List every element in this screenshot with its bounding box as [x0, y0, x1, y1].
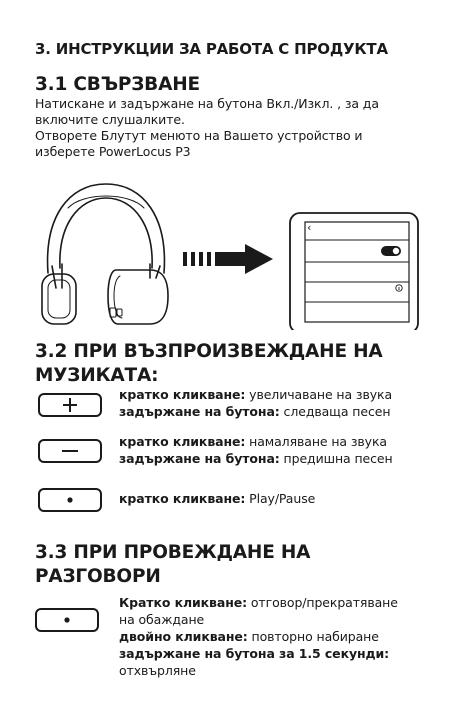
back-chevron-icon: ‹	[307, 221, 312, 234]
page-title: 3. ИНСТРУКЦИИ ЗА РАБОТА С ПРОДУКТА	[35, 40, 388, 58]
connect-line-2: включите слушалките.	[35, 112, 185, 127]
dot-icon	[67, 497, 73, 503]
row-text: увеличаване на звука	[245, 387, 393, 402]
minus-button-icon	[38, 439, 102, 463]
section-music-heading: 3.2 ПРИ ВЪЗПРОИЗВЕЖДАНЕ НА МУЗИКАТА:	[35, 340, 383, 388]
row-text: Play/Pause	[245, 491, 316, 506]
arrow-right-icon	[183, 244, 273, 274]
play-pause-button-icon	[38, 488, 102, 512]
row-label: кратко кликване:	[119, 434, 246, 449]
plus-button-icon	[38, 393, 102, 417]
row-text: следваща песен	[279, 404, 391, 419]
connect-line-1: Натискане и задържане на бутона Вкл./Изк…	[35, 96, 379, 111]
headphones-icon	[41, 183, 169, 325]
phone-bluetooth-menu-icon	[289, 212, 419, 330]
calls-instructions: Кратко кликване: отговор/прекратяване на…	[119, 594, 459, 679]
call-text: на обаждане	[119, 612, 205, 627]
row-label: кратко кликване:	[119, 387, 246, 402]
music-row-volume-up: кратко кликване: увеличаване на звука за…	[119, 386, 392, 420]
call-label: двойно кликване:	[119, 629, 248, 644]
music-heading-line-1: 3.2 ПРИ ВЪЗПРОИЗВЕЖДАНЕ НА	[35, 341, 383, 362]
plus-icon	[63, 398, 77, 412]
music-heading-line-2: МУЗИКАТА:	[35, 365, 159, 386]
music-row-volume-down: кратко кликване: намаляване на звука зад…	[119, 433, 393, 467]
call-label: задържане на бутона за 1.5 секунди:	[119, 646, 390, 661]
call-text: отговор/прекратяване	[247, 595, 398, 610]
row-label: задържане на бутона:	[119, 404, 280, 419]
dot-icon	[64, 617, 70, 623]
section-connect-heading: 3.1 СВЪРЗВАНЕ	[35, 74, 200, 95]
call-label: Кратко кликване:	[119, 595, 248, 610]
row-text: намаляване на звука	[245, 434, 387, 449]
music-row-play-pause: кратко кликване: Play/Pause	[119, 490, 315, 507]
connect-line-4: изберете PowerLocus P3	[35, 144, 191, 159]
section-calls-heading: 3.3 ПРИ ПРОВЕЖДАНЕ НА РАЗГОВОРИ	[35, 541, 310, 589]
row-label: кратко кликване:	[119, 491, 246, 506]
call-button-icon	[35, 608, 99, 632]
call-text: отхвърляне	[119, 663, 196, 678]
row-label: задържане на бутона:	[119, 451, 280, 466]
calls-heading-line-1: 3.3 ПРИ ПРОВЕЖДАНЕ НА	[35, 542, 311, 563]
row-text: предишна песен	[279, 451, 393, 466]
connect-line-3: Отворете Блутут менюто на Вашето устройс…	[35, 128, 363, 143]
calls-heading-line-2: РАЗГОВОРИ	[35, 566, 161, 587]
call-text: повторно набиране	[247, 629, 379, 644]
connect-instructions: Натискане и задържане на бутона Вкл./Изк…	[35, 96, 455, 160]
minus-icon	[62, 450, 78, 452]
